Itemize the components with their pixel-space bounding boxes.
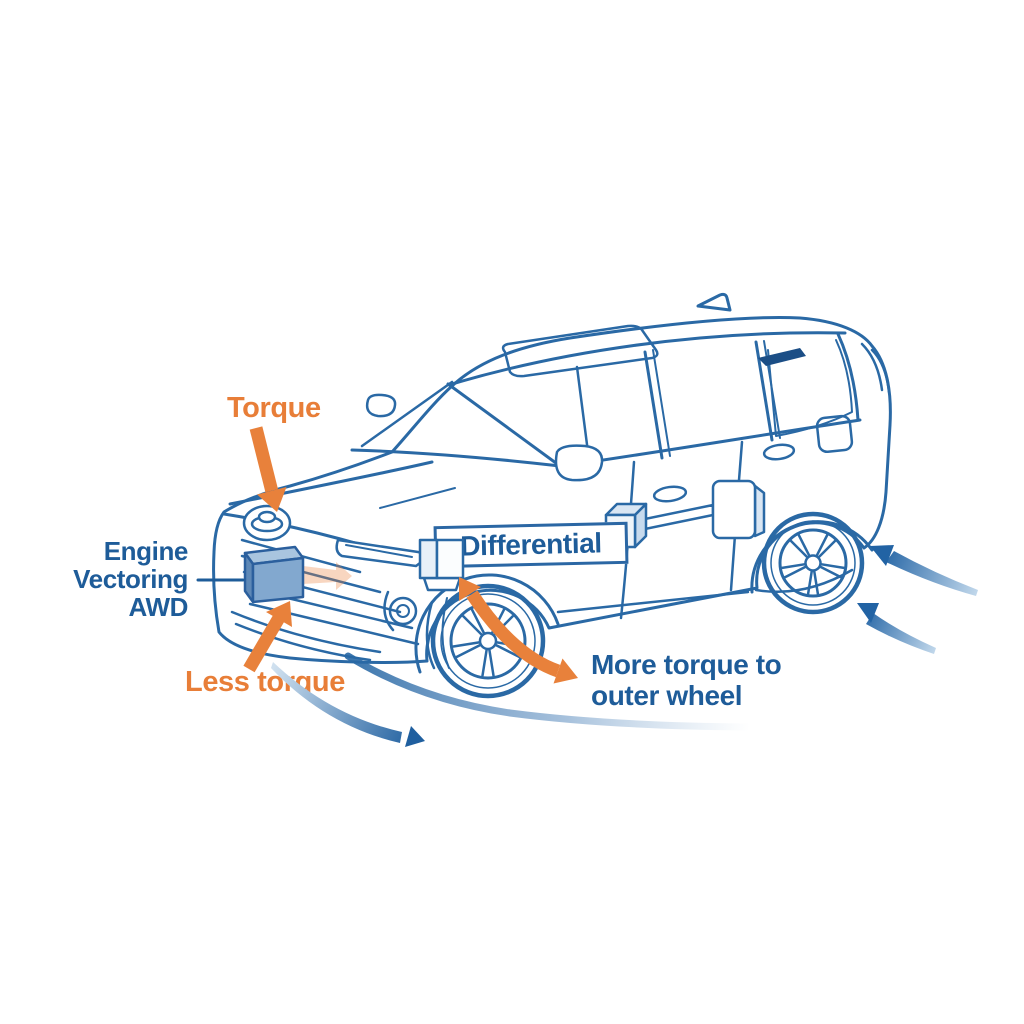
more-torque-label: More torque to outer wheel [591, 649, 782, 711]
engine-vectoring-awd-label: Engine Vectoring AWD [73, 536, 188, 622]
faded-right-arrow-icon [303, 562, 352, 590]
orange-arrows [243, 426, 292, 673]
differential-label: Differential [459, 527, 603, 562]
toyota-emblem-icon [242, 504, 292, 542]
torque-up-arrow-icon [243, 601, 292, 673]
front-wheel [430, 583, 546, 699]
rear-wheel [761, 511, 865, 615]
torque-label: Torque [227, 392, 321, 424]
differential-callout-box: Differential [433, 521, 629, 569]
car-body [212, 292, 892, 674]
torque-down-arrow-icon [249, 426, 287, 512]
engine-awd-box [243, 545, 352, 604]
turn-swoosh-right-bottom-icon [857, 603, 936, 654]
underbody-turn-swoosh-icon [344, 652, 752, 731]
turn-swoosh-right-top-icon [870, 545, 978, 596]
rear-drive-plate [711, 479, 766, 540]
